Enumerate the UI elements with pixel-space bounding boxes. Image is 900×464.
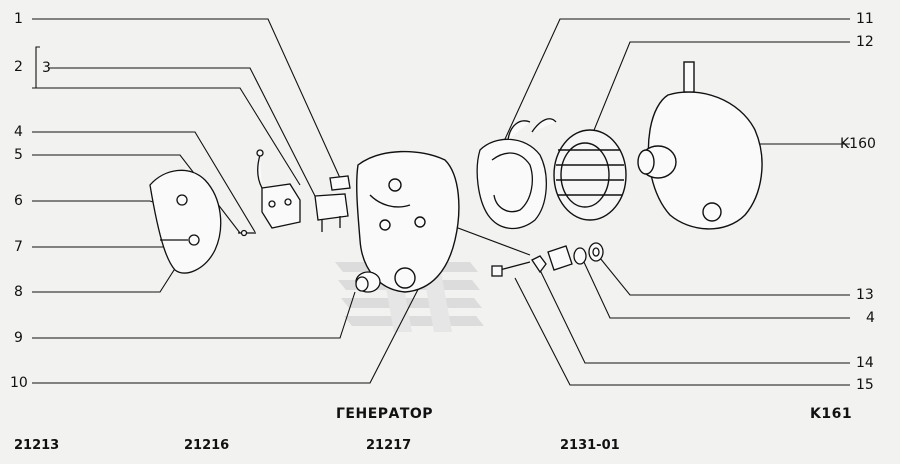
model-code-4: 2131-01	[560, 438, 620, 453]
callout-8: 8	[14, 284, 23, 300]
callout-5: 5	[14, 147, 23, 163]
callout-6: 6	[14, 193, 23, 209]
callout-15: 15	[856, 377, 874, 393]
callout-9: 9	[14, 330, 23, 346]
model-code-2: 21216	[184, 438, 230, 453]
rear-housing-part	[356, 150, 460, 293]
voltage-regulator-part	[238, 149, 301, 237]
leader-lines	[32, 18, 850, 386]
callout-10: 10	[10, 375, 28, 391]
sheet-code: K161	[810, 406, 853, 422]
callout-1: 1	[14, 11, 23, 27]
callout-13: 13	[856, 287, 874, 303]
rear-cover-part	[149, 169, 222, 274]
rectifier-part	[476, 118, 557, 230]
callout-7: 7	[14, 239, 23, 255]
model-code-3: 21217	[366, 438, 412, 453]
callout-14: 14	[856, 355, 874, 371]
callout-3: 3	[42, 60, 51, 76]
brush-holder-part	[314, 175, 351, 232]
model-code-1: 21213	[14, 438, 60, 453]
callout-4-right: 4	[866, 310, 875, 326]
stator-part	[553, 129, 627, 221]
bushing-part	[355, 271, 381, 293]
callout-4-left: 4	[14, 124, 23, 140]
callout-11: 11	[856, 11, 874, 27]
callout-k160: K160	[840, 136, 876, 152]
front-housing-assembly	[637, 61, 763, 230]
callout-12: 12	[856, 34, 874, 50]
diagram-title: ГЕНЕРАТОР	[336, 406, 434, 422]
callout-2: 2	[14, 59, 23, 75]
fasteners-parts	[491, 242, 604, 277]
